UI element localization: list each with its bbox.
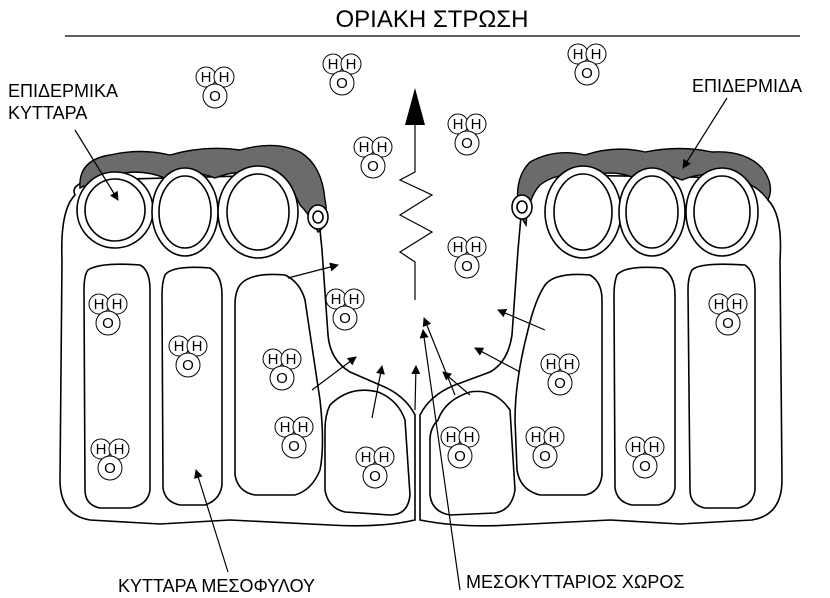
left-mesophyll-cell-2 (162, 267, 222, 505)
water-hydrogen-atom-label: H (471, 239, 482, 256)
water-hydrogen-atom-label: H (464, 429, 475, 446)
water-oxygen-atom-label: O (461, 258, 473, 275)
water-oxygen-atom-label: O (104, 460, 116, 477)
water-molecule: HHO (568, 44, 606, 85)
water-hydrogen-atom-label: H (280, 419, 291, 436)
water-hydrogen-atom-label: H (94, 296, 105, 313)
water-oxygen-atom-label: O (539, 448, 551, 465)
label-intercellular-space: ΜΕΣΟΚΥΤΤΑΡΙΟΣ ΧΩΡΟΣ (466, 572, 685, 592)
water-oxygen-atom-label: O (454, 448, 466, 465)
water-hydrogen-atom-label: H (564, 356, 575, 373)
right-epidermal-cell-1-inner (554, 174, 612, 250)
water-hydrogen-atom-label: H (268, 351, 279, 368)
water-hydrogen-atom-label: H (732, 296, 743, 313)
right-mesophyll-cell-4 (430, 391, 515, 515)
water-oxygen-atom-label: O (367, 158, 379, 175)
water-hydrogen-atom-label: H (174, 338, 185, 355)
vapour-diffusion-path (400, 88, 432, 300)
label-epidermal-cells-line2: ΚΥΤΤΑΡΑ (8, 103, 87, 123)
water-hydrogen-atom-label: H (298, 419, 309, 436)
water-hydrogen-atom-label: H (201, 69, 212, 86)
water-hydrogen-atom-label: H (714, 296, 725, 313)
diffusion-zigzag (400, 118, 432, 300)
label-mesophyll-cells: ΚΥΤΤΑΡΑ ΜΕΣΟΦΥΛΟΥ (118, 576, 315, 596)
water-oxygen-atom-label: O (336, 75, 348, 92)
diffusion-arrowhead (405, 88, 425, 125)
water-hydrogen-atom-label: H (112, 296, 123, 313)
water-hydrogen-atom-label: H (361, 449, 372, 466)
water-hydrogen-atom-label: H (114, 441, 125, 458)
water-hydrogen-atom-label: H (631, 439, 642, 456)
water-hydrogen-atom-label: H (446, 429, 457, 446)
water-oxygen-atom-label: O (581, 65, 593, 82)
right-guard-cell-pore (517, 201, 527, 213)
water-hydrogen-atom-label: H (546, 356, 557, 373)
water-hydrogen-atom-label: H (591, 46, 602, 63)
arrow-center (415, 366, 416, 410)
water-oxygen-atom-label: O (461, 135, 473, 152)
water-hydrogen-atom-label: H (346, 56, 357, 73)
water-hydrogen-atom-label: H (359, 139, 370, 156)
right-leaf-tissue (420, 149, 782, 526)
water-hydrogen-atom-label: H (96, 441, 107, 458)
water-oxygen-atom-label: O (339, 310, 351, 327)
label-epidermal-cells-line1: ΕΠΙΔΕΡΜΙΚΑ (8, 81, 118, 101)
water-hydrogen-atom-label: H (453, 116, 464, 133)
right-epidermal-cell-2-inner (626, 176, 678, 248)
left-epidermal-cell-2-inner (159, 176, 211, 248)
label-epidermis: ΕΠΙΔΕΡΜΙΔΑ (692, 76, 802, 96)
left-epidermal-cell-1-inner (85, 179, 145, 241)
water-hydrogen-atom-label: H (331, 291, 342, 308)
water-hydrogen-atom-label: H (286, 351, 297, 368)
water-oxygen-atom-label: O (722, 315, 734, 332)
water-hydrogen-atom-label: H (219, 69, 230, 86)
water-oxygen-atom-label: O (209, 88, 221, 105)
water-oxygen-atom-label: O (182, 357, 194, 374)
left-guard-cell-pore (313, 211, 323, 223)
water-hydrogen-atom-label: H (649, 439, 660, 456)
arrow-into-space (424, 318, 455, 395)
water-molecule: HHO (448, 237, 486, 278)
water-hydrogen-atom-label: H (328, 56, 339, 73)
water-molecule: HHO (323, 54, 361, 95)
boundary-layer-title: ΟΡΙΑΚΗ ΣΤΡΩΣΗ (336, 6, 529, 33)
water-oxygen-atom-label: O (102, 315, 114, 332)
water-oxygen-atom-label: O (554, 375, 566, 392)
water-hydrogen-atom-label: H (379, 449, 390, 466)
water-oxygen-atom-label: O (288, 438, 300, 455)
water-hydrogen-atom-label: H (192, 338, 203, 355)
water-hydrogen-atom-label: H (531, 429, 542, 446)
water-hydrogen-atom-label: H (549, 429, 560, 446)
water-hydrogen-atom-label: H (471, 116, 482, 133)
water-hydrogen-atom-label: H (453, 239, 464, 256)
water-oxygen-atom-label: O (639, 458, 651, 475)
water-oxygen-atom-label: O (276, 370, 288, 387)
water-hydrogen-atom-label: H (377, 139, 388, 156)
water-hydrogen-atom-label: H (349, 291, 360, 308)
water-hydrogen-atom-label: H (573, 46, 584, 63)
water-oxygen-atom-label: O (369, 468, 381, 485)
right-epidermal-cell-3-inner (694, 176, 750, 248)
left-epidermal-cell-3-inner (227, 174, 289, 250)
